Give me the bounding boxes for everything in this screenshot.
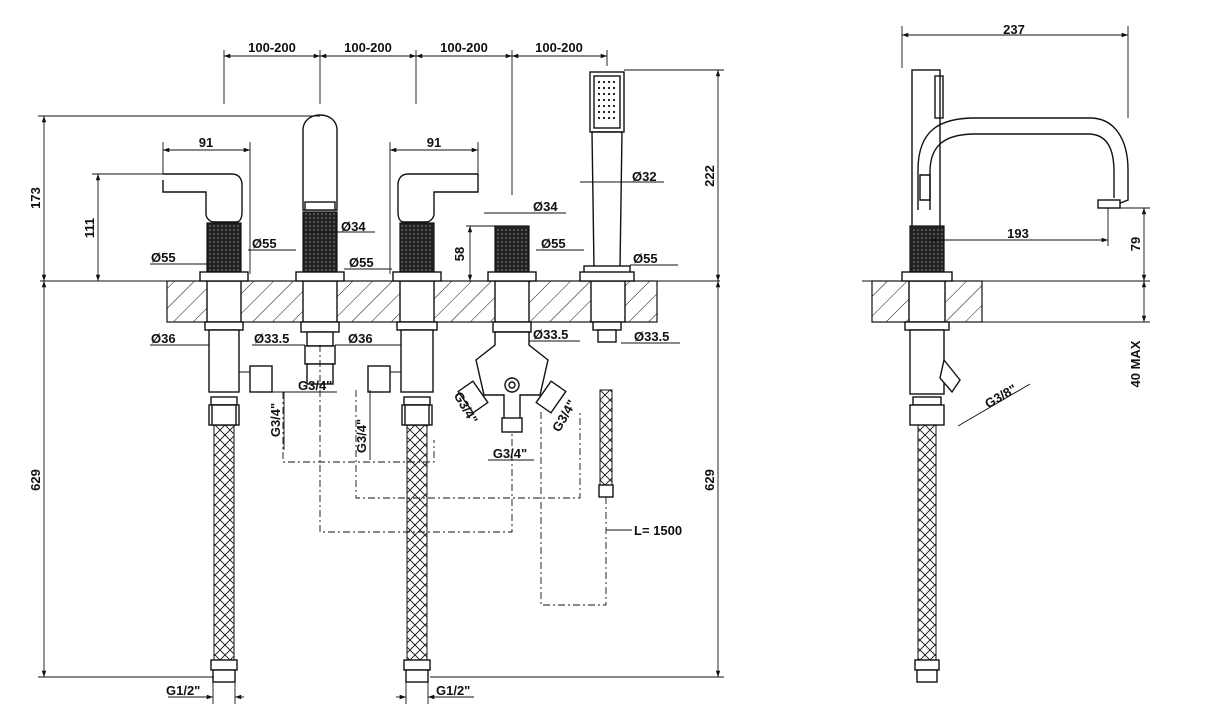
thread-diverter-bottom-label: G3/4"	[493, 446, 527, 461]
shank-shower-diameter-label: Ø33.5	[634, 329, 669, 344]
shank-diverter-diameter-label: Ø33.5	[533, 327, 568, 342]
side-height-label: 79	[1128, 237, 1143, 251]
handle-reach-left-label: 91	[199, 135, 213, 150]
valve-height-label: 58	[452, 247, 467, 261]
spout-collar-diameter-label: Ø34	[341, 219, 366, 234]
hose-thread-right-label: G1/2"	[436, 683, 470, 698]
shank-diverter	[494, 280, 530, 323]
total-height-label: 222	[702, 165, 717, 187]
below-deck-height-right-label: 629	[702, 469, 717, 491]
base-left-diameter-label: Ø55	[151, 250, 176, 265]
shank-spout-diameter-label: Ø33.5	[254, 331, 289, 346]
spacing-label-2: 100-200	[344, 40, 392, 55]
shank-left-diameter-label: Ø36	[151, 331, 176, 346]
base-diverter-diameter-label: Ø55	[541, 236, 566, 251]
hose-thread-left-label: G1/2"	[166, 683, 200, 698]
thread-spout-vertical-label: G3/4"	[268, 403, 283, 437]
side-deck-thickness-label: 40 MAX	[1128, 340, 1143, 387]
spacing-label-4: 100-200	[535, 40, 583, 55]
shank-left-handle	[206, 280, 242, 323]
overall-height-label: 173	[28, 187, 43, 209]
handle-reach-right-label: 91	[427, 135, 441, 150]
spacing-dimensions	[223, 50, 608, 195]
front-view: 100-200 100-200 100-200 100-200 91 91 17…	[28, 40, 724, 704]
shower-hose	[599, 389, 613, 486]
side-reach-label: 193	[1007, 226, 1029, 241]
diverter-collar-diameter-label: Ø34	[533, 199, 558, 214]
shank-right-diameter-label: Ø36	[348, 331, 373, 346]
shank-shower	[590, 280, 626, 323]
hand-shower-diameter-label: Ø32	[632, 169, 657, 184]
thread-right-vertical-label: G3/4"	[354, 419, 369, 453]
spacing-label-3: 100-200	[440, 40, 488, 55]
handle-height-label: 111	[82, 218, 97, 238]
base-spout-diameter-label: Ø55	[252, 236, 277, 251]
hose-length-label: L= 1500	[634, 523, 682, 538]
side-view: 237 193 79 40 MAX G3/8"	[862, 22, 1150, 683]
shank-right-handle	[399, 280, 435, 323]
thread-spout-horizontal-label: G3/4"	[298, 378, 332, 393]
base-right-handle-diameter-label: Ø55	[349, 255, 374, 270]
shank-spout	[302, 280, 338, 323]
side-depth-label: 237	[1003, 22, 1025, 37]
base-shower-diameter-label: Ø55	[633, 251, 658, 266]
supply-hoses	[210, 404, 431, 683]
spacing-label-1: 100-200	[248, 40, 296, 55]
connection-routes	[282, 345, 606, 606]
below-deck-height-left-label: 629	[28, 469, 43, 491]
diverter-valve	[457, 225, 567, 433]
side-thread-label: G3/8"	[982, 381, 1019, 411]
hand-shower	[579, 71, 635, 605]
spout	[295, 114, 345, 385]
